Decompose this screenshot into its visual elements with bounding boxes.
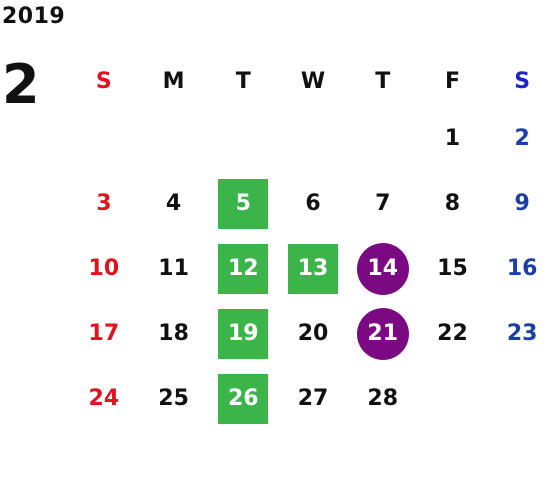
weekday-monday: M xyxy=(162,68,185,94)
year-label: 2019 xyxy=(2,4,66,29)
day-cell[interactable]: 27 xyxy=(297,386,329,411)
day-cell-highlighted-purple[interactable]: 21 xyxy=(348,301,418,366)
day-cell[interactable]: 20 xyxy=(297,321,329,346)
weekday-sunday: S xyxy=(95,68,112,94)
day-cell[interactable]: 16 xyxy=(506,256,538,281)
day-cell[interactable]: 22 xyxy=(437,321,468,346)
day-cell[interactable]: 3 xyxy=(96,191,112,216)
day-cell-highlighted-green[interactable]: 5 xyxy=(208,171,278,236)
day-cell[interactable]: 7 xyxy=(375,191,391,216)
day-cell-highlighted-green[interactable]: 13 xyxy=(278,236,348,301)
day-cell[interactable]: 23 xyxy=(506,321,538,346)
day-cell-highlighted-green[interactable]: 19 xyxy=(208,301,278,366)
weekday-tuesday: T xyxy=(235,68,251,94)
day-cell[interactable]: 28 xyxy=(367,386,399,411)
week-row: 24 25 26 27 28 xyxy=(69,366,548,431)
day-cell[interactable]: 9 xyxy=(514,191,530,216)
week-row: 1 2 xyxy=(69,106,548,171)
day-cell xyxy=(418,366,488,431)
week-row: 17 18 19 20 21 22 23 xyxy=(69,301,548,366)
weekday-wednesday: W xyxy=(300,68,326,94)
day-cell xyxy=(348,106,418,171)
weekday-thursday: T xyxy=(375,68,391,94)
day-cell[interactable]: 6 xyxy=(305,191,321,216)
day-cell[interactable]: 10 xyxy=(88,256,120,281)
day-cell-highlighted-green[interactable]: 26 xyxy=(208,366,278,431)
month-number: 2 xyxy=(2,53,40,116)
day-cell[interactable]: 25 xyxy=(158,386,189,411)
day-cell xyxy=(208,106,278,171)
day-cell xyxy=(278,106,348,171)
day-cell-highlighted-purple[interactable]: 14 xyxy=(348,236,418,301)
day-cell xyxy=(69,106,139,171)
weekday-saturday: S xyxy=(514,68,531,94)
weekday-friday: F xyxy=(444,68,460,94)
day-cell[interactable]: 8 xyxy=(444,191,461,216)
day-cell[interactable]: 24 xyxy=(88,386,120,411)
week-row: 10 11 12 13 14 15 16 xyxy=(69,236,548,301)
day-cell[interactable]: 15 xyxy=(437,256,468,281)
calendar-grid: S M T W T F S 1 2 3 4 5 6 7 8 9 10 11 12… xyxy=(69,56,548,431)
day-cell-highlighted-green[interactable]: 12 xyxy=(208,236,278,301)
day-cell[interactable]: 1 xyxy=(444,126,461,151)
day-cell[interactable]: 4 xyxy=(165,191,182,216)
day-cell[interactable]: 18 xyxy=(158,321,189,346)
day-cell xyxy=(139,106,209,171)
day-cell[interactable]: 2 xyxy=(514,126,530,151)
weekday-header: S M T W T F S xyxy=(69,56,548,106)
day-cell[interactable]: 11 xyxy=(158,256,189,281)
day-cell xyxy=(487,366,548,431)
week-row: 3 4 5 6 7 8 9 xyxy=(69,171,548,236)
day-cell[interactable]: 17 xyxy=(88,321,120,346)
